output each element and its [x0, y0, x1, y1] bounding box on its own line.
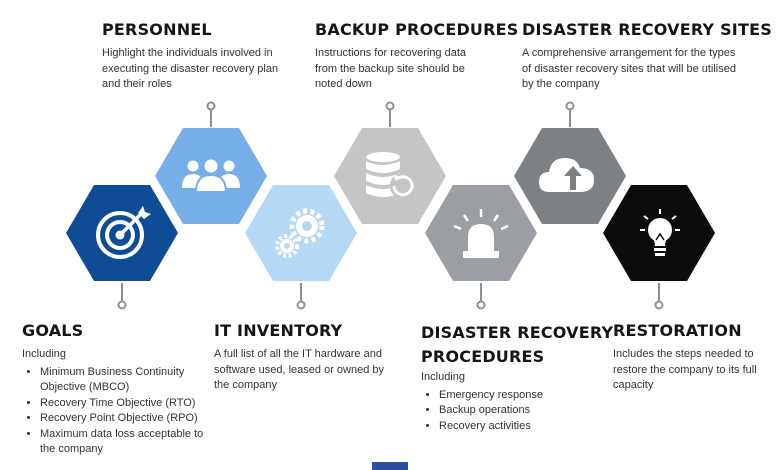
connector-restoration — [654, 283, 664, 310]
backup-title: BACKUP PROCEDURES — [315, 20, 519, 39]
drp-description: Including Emergency response Backup oper… — [421, 370, 591, 434]
dr-sites-description: A comprehensive arrangement for the type… — [522, 47, 736, 90]
drp-title-line1: DISASTER RECOVERY — [421, 323, 614, 342]
gears-icon — [275, 208, 325, 258]
dr-sites-title: DISASTER RECOVERY SITES — [522, 20, 772, 39]
connector-personnel — [206, 101, 216, 127]
list-item: Recovery Time Objective (RTO) — [40, 396, 207, 412]
goals-list: Minimum Business Continuity Objective (M… — [22, 365, 207, 458]
personnel-title: PERSONNEL — [102, 20, 212, 39]
list-item: Minimum Business Continuity Objective (M… — [40, 365, 207, 396]
lightbulb-icon — [640, 209, 680, 256]
goals-description: Including Minimum Business Continuity Ob… — [22, 347, 207, 458]
connector-dr-sites — [565, 101, 575, 127]
list-item: Emergency response — [439, 388, 591, 404]
restoration-description: Includes the steps needed to restore the… — [613, 348, 757, 391]
connector-goals — [117, 283, 127, 310]
alarm-beacon-icon — [453, 209, 509, 258]
list-item: Maximum data loss acceptable to the comp… — [40, 427, 207, 458]
it-inventory-description: A full list of all the IT hardware and s… — [214, 348, 384, 391]
list-item: Recovery activities — [439, 419, 591, 435]
brand-logo — [372, 462, 408, 470]
list-item: Recovery Point Objective (RPO) — [40, 411, 207, 427]
goals-title: GOALS — [22, 321, 84, 340]
drp-list: Emergency response Backup operations Rec… — [421, 388, 591, 435]
drp-title-line2: PROCEDURES — [421, 347, 545, 366]
goals-intro: Including — [22, 348, 67, 360]
target-icon — [96, 206, 151, 259]
people-group-icon — [182, 157, 240, 193]
connector-backup — [385, 101, 395, 127]
restoration-title: RESTORATION — [613, 321, 742, 340]
drp-intro: Including — [421, 371, 466, 383]
it-inventory-title: IT INVENTORY — [214, 321, 343, 340]
drp-title: DISASTER RECOVERY PROCEDURES — [421, 321, 613, 369]
database-restore-icon — [366, 152, 416, 199]
cloud-upload-icon — [539, 158, 594, 192]
hex-backup — [334, 128, 446, 224]
backup-description: Instructions for recovering data from th… — [315, 47, 467, 90]
connector-drp — [476, 283, 486, 310]
personnel-description: Highlight the individuals involved in ex… — [102, 47, 279, 90]
connector-it-inventory — [296, 283, 306, 310]
list-item: Backup operations — [439, 403, 591, 419]
